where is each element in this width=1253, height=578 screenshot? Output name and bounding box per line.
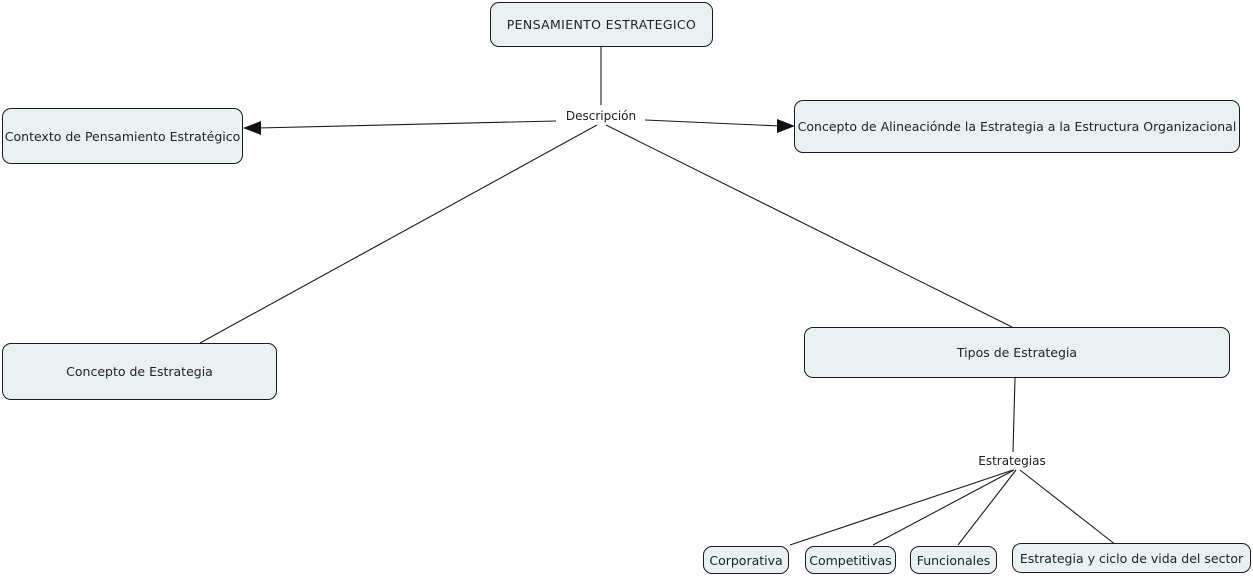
edge-estrategias-to-ciclo-vida bbox=[1019, 469, 1117, 546]
edge-descripcion-to-tipos bbox=[605, 124, 1013, 328]
edge-descripcion-to-alineacion bbox=[644, 119, 781, 127]
edge-descripcion-to-contexto bbox=[257, 120, 557, 129]
edge-estrategias-to-corporativa bbox=[789, 469, 1014, 546]
node-concepto-estrategia[interactable]: Concepto de Estrategia bbox=[2, 343, 277, 400]
node-tipos-de-estrategia[interactable]: Tipos de Estrategia bbox=[804, 327, 1230, 378]
node-contexto-pensamiento-estrategico[interactable]: Contexto de Pensamiento Estratégico bbox=[2, 108, 243, 164]
edge-label-descripcion: Descripción bbox=[562, 109, 640, 123]
arrowhead-alineacion-icon bbox=[777, 119, 795, 133]
node-corporativa[interactable]: Corporativa bbox=[703, 546, 789, 574]
node-concepto-alineacion[interactable]: Concepto de Alineaciónde la Estrategia a… bbox=[794, 100, 1240, 153]
edge-tipos-to-estrategias bbox=[1012, 377, 1016, 453]
edge-estrategias-to-competitivas bbox=[872, 469, 1015, 546]
edge-estrategias-to-funcionales bbox=[957, 469, 1017, 546]
node-estrategia-ciclo-vida[interactable]: Estrategia y ciclo de vida del sector bbox=[1012, 543, 1251, 573]
edge-descripcion-to-concepto-estrategia bbox=[199, 124, 598, 344]
node-root[interactable]: PENSAMIENTO ESTRATEGICO bbox=[490, 2, 713, 47]
node-funcionales[interactable]: Funcionales bbox=[910, 546, 997, 574]
arrowhead-contexto-icon bbox=[243, 121, 261, 135]
edge-label-estrategias: Estrategias bbox=[975, 454, 1049, 468]
node-competitivas[interactable]: Competitivas bbox=[805, 546, 896, 574]
